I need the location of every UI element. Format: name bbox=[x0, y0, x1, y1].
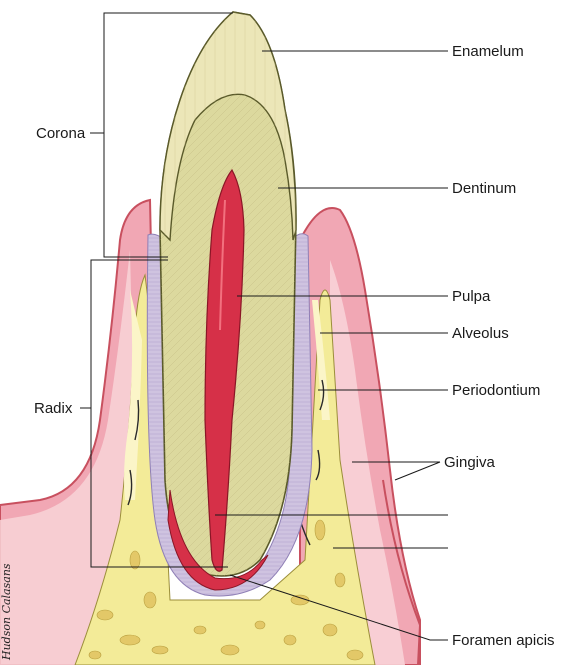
label-pulpa: Pulpa bbox=[452, 289, 490, 304]
label-gingiva: Gingiva bbox=[444, 455, 495, 470]
signature-mark: Hudson Calasans bbox=[0, 563, 13, 661]
svg-text:Hudson Calasans: Hudson Calasans bbox=[0, 563, 13, 661]
label-radix: Radix bbox=[34, 401, 72, 416]
label-enamelum: Enamelum bbox=[452, 44, 524, 59]
label-dentinum: Dentinum bbox=[452, 181, 516, 196]
label-periodontium: Periodontium bbox=[452, 383, 540, 398]
label-alveolus: Alveolus bbox=[452, 326, 509, 341]
label-foramen-apicis: Foramen apicis bbox=[452, 633, 555, 648]
label-corona: Corona bbox=[36, 126, 85, 141]
